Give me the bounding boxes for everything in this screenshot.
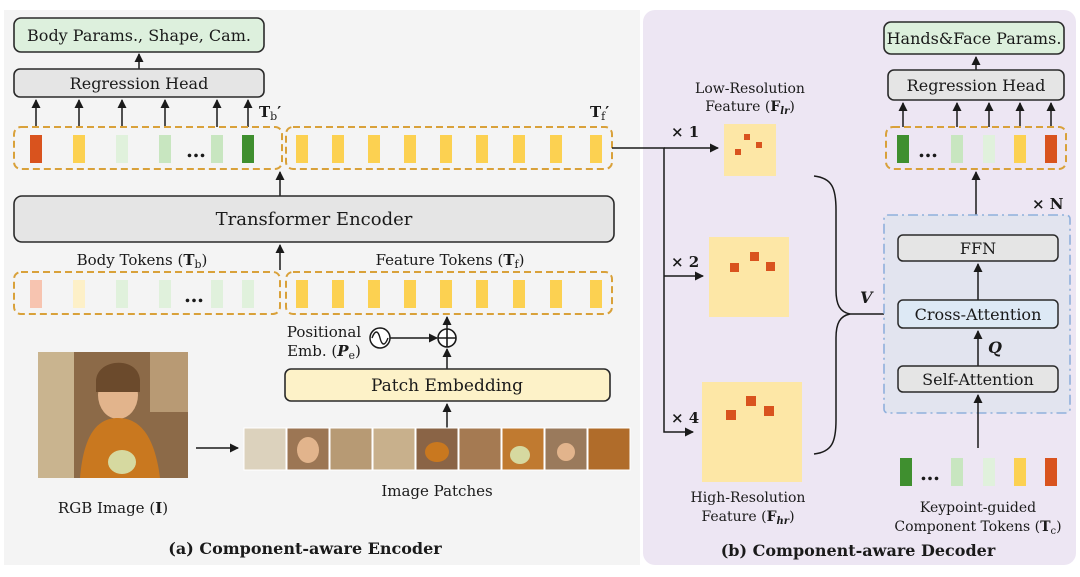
token-green-light: [951, 458, 963, 486]
encoder-regression-head: [13, 68, 265, 98]
keypoint-label-1: Keypoint-guided: [920, 500, 1036, 516]
low-res-keypoints: [735, 134, 762, 155]
token-ellipsis: …: [918, 138, 938, 162]
decoder-output-tokens-container: [885, 126, 1067, 170]
token-green-pale: [159, 280, 171, 308]
output-body-tokens-container: [13, 126, 283, 170]
token-green-pale: [116, 280, 128, 308]
token-yellow: [1014, 135, 1026, 163]
emb-label: Emb. (Pe): [287, 342, 361, 362]
decoder-output-tokens: …: [897, 135, 1057, 163]
token-yellow: [73, 135, 85, 163]
input-body-tokens: …: [30, 280, 254, 308]
token-ellipsis: …: [920, 461, 940, 485]
input-feature-tokens-container: [285, 271, 613, 315]
ffn-label: FFN: [960, 239, 996, 258]
high-res-keypoints: [726, 396, 774, 420]
token-green-pale: [211, 280, 223, 308]
token-green-pale: [983, 458, 995, 486]
scale-2-label: × 2: [671, 253, 699, 271]
patch-embedding-label: Patch Embedding: [371, 376, 523, 396]
body-params-label: Body Params., Shape, Cam.: [27, 26, 251, 45]
sine-wave-icon: [371, 331, 389, 345]
token-ellipsis: …: [186, 138, 206, 162]
encoder-regression-label: Regression Head: [70, 74, 209, 93]
feature-branch-line: [612, 147, 694, 437]
high-res-label-2: Feature (Fhr): [701, 509, 794, 527]
output-body-tokens: …: [30, 135, 254, 163]
image-patches-label: Image Patches: [381, 482, 492, 500]
token-green-light: [211, 135, 223, 163]
cross-attention-box: [897, 299, 1059, 329]
encoder-caption: (a) Component-aware Encoder: [168, 539, 442, 558]
q-label: Q: [988, 338, 1002, 357]
decoder-token-arrows: [898, 102, 1056, 127]
rgb-image: [38, 352, 188, 478]
decoder-caption: (b) Component-aware Decoder: [721, 541, 996, 560]
high-res-label-1: High-Resolution: [691, 490, 806, 506]
token-green-pale: [983, 135, 995, 163]
positional-label: Positional: [287, 323, 361, 341]
transformer-encoder-box: [13, 195, 615, 243]
low-res-label-1: Low-Resolution: [695, 81, 805, 97]
token-to-head-arrows: [31, 99, 253, 127]
decoder-regression-label: Regression Head: [907, 76, 1046, 95]
mid-res-keypoints: [730, 252, 775, 272]
token-orange: [1045, 458, 1057, 486]
patch-embedding-box: [284, 368, 611, 402]
patch-details: [297, 437, 575, 464]
v-label: V: [860, 288, 874, 307]
token-ellipsis: …: [184, 283, 204, 307]
input-feature-tokens: [296, 280, 602, 308]
input-body-tokens-container: [13, 271, 281, 315]
hands-face-params-box: [883, 21, 1065, 55]
low-res-feature-map: [724, 124, 776, 176]
token-green-light: [159, 135, 171, 163]
scale-4-label: × 4: [671, 409, 699, 427]
keypoint-label-2: Component Tokens (Tc): [894, 519, 1061, 537]
decoder-regression-head: [887, 69, 1065, 101]
token-green-dark: [242, 135, 254, 163]
tb-prime-label: Tb′: [259, 103, 281, 123]
repeat-label: × N: [1032, 195, 1064, 213]
tf-prime-label: Tf′: [590, 103, 609, 123]
component-tokens: …: [900, 458, 1057, 486]
token-yellow: [1014, 458, 1026, 486]
cross-attention-label: Cross-Attention: [915, 305, 1042, 324]
self-attention-box: [897, 365, 1059, 393]
token-green-dark: [897, 135, 909, 163]
token-green-pale: [116, 135, 128, 163]
self-attention-label: Self-Attention: [922, 370, 1034, 389]
token-green-dark: [900, 458, 912, 486]
scale-1-label: × 1: [671, 123, 699, 141]
token-orange: [30, 135, 42, 163]
token-peach: [30, 280, 42, 308]
rgb-image-label: RGB Image (I): [58, 499, 168, 517]
body-params-box: [13, 17, 265, 53]
token-green-pale: [242, 280, 254, 308]
token-green-light: [951, 135, 963, 163]
low-res-label-2: Feature (Flr): [705, 99, 795, 117]
mid-res-feature-map: [709, 237, 789, 317]
image-patches: [243, 427, 631, 471]
ffn-box: [897, 234, 1059, 262]
hands-face-params-label: Hands&Face Params.: [887, 29, 1062, 48]
feature-tokens-label: Feature Tokens (Tf): [376, 251, 525, 271]
token-cream: [73, 280, 85, 308]
transformer-encoder-label: Transformer Encoder: [216, 209, 413, 230]
token-orange: [1045, 135, 1057, 163]
output-feature-tokens: [296, 135, 602, 163]
body-tokens-label: Body Tokens (Tb): [77, 251, 208, 271]
